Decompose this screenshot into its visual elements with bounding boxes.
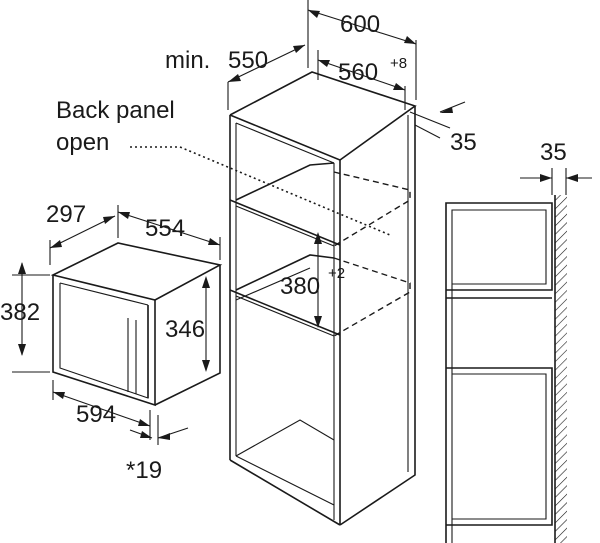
dim-35-wall-label: 35	[540, 139, 567, 166]
dim-346-label: 346	[165, 316, 205, 343]
dim-600-label: 600	[340, 11, 380, 38]
dim-594-label: 594	[76, 401, 116, 428]
side-section	[445, 168, 592, 543]
appliance-unit	[50, 242, 223, 407]
dim-382-label: 382	[0, 299, 40, 326]
back-panel-label-line2: open	[56, 129, 109, 156]
min-prefix-label: min.	[165, 47, 210, 74]
tall-cabinet	[130, 71, 417, 526]
dim-550-label: 550	[228, 47, 268, 74]
dim-554-label: 554	[145, 215, 185, 242]
dim-560-tolerance: +8	[390, 55, 407, 72]
dim-19-label: *19	[126, 457, 162, 484]
appliance-dimension-lines	[12, 205, 221, 445]
dim-297-label: 297	[46, 201, 86, 228]
dim-35-back-label: 35	[450, 129, 477, 156]
cabinet-dimension-lines	[227, 0, 466, 139]
dim-560-label: 560	[338, 59, 378, 86]
dim-380-label: 380	[280, 273, 320, 300]
back-panel-label-line1: Back panel	[56, 97, 175, 124]
dim-380-tolerance: +2	[328, 265, 345, 282]
